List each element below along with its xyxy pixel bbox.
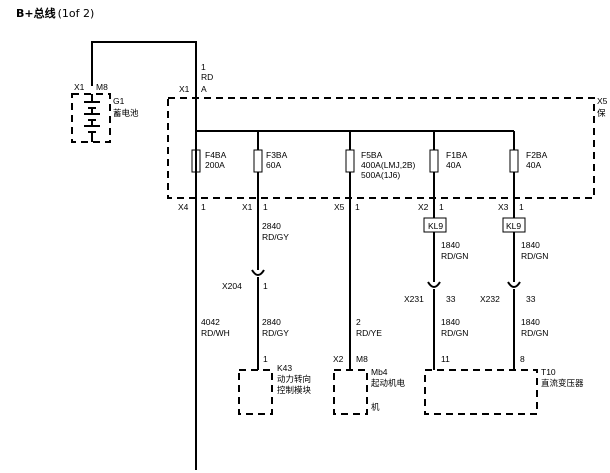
- fuse-f2ba-rating: 40A: [526, 160, 541, 170]
- fuse-f1ba-ref: F1BA: [446, 150, 468, 160]
- main-wire-pin: 1: [201, 62, 206, 72]
- fuse-block-box: [167, 97, 595, 199]
- splice-x232: [507, 281, 521, 370]
- out-pin-x5: 1: [355, 202, 360, 212]
- mb4-box: [333, 369, 368, 415]
- kl9-label-left: KL9: [428, 221, 443, 231]
- mb4-ref: Mb4: [371, 367, 388, 377]
- fuse-f4ba: [191, 131, 201, 173]
- splice-x204: [251, 269, 265, 370]
- fuse-f2ba-ref: F2BA: [526, 150, 548, 160]
- k43-name1: 动力转向: [277, 374, 311, 384]
- fuse-f5ba-ref: F5BA: [361, 150, 383, 160]
- t10-pin-right: 8: [520, 354, 525, 364]
- kl9-label-right: KL9: [506, 221, 521, 231]
- mb4-name1: 起动机电: [371, 378, 406, 388]
- w2-circuit: 2: [356, 317, 361, 327]
- t10-pin-left: 11: [441, 354, 450, 364]
- t10-name: 直流变压器: [541, 378, 584, 388]
- out-conn-x2: X2: [418, 202, 429, 212]
- fuse-f1ba-rating: 40A: [446, 160, 461, 170]
- fuse-block-name: 保: [597, 108, 606, 118]
- fuse-f5ba-note1: (LMJ,2B): [381, 160, 416, 170]
- w1840-b-bot-circuit: 1840: [521, 317, 540, 327]
- battery-symbol: [84, 94, 100, 142]
- battery-connector-label: X1: [74, 82, 85, 92]
- w2840-top-color: RD/GY: [262, 232, 289, 242]
- mb4-pin: M8: [356, 354, 368, 364]
- main-b-plus-wire: [91, 41, 197, 470]
- header-title: B+总线: [16, 7, 56, 20]
- out-conn-x4: X4: [178, 202, 189, 212]
- w1840-b-top-circuit: 1840: [521, 240, 540, 250]
- w2840-bot-color: RD/GY: [262, 328, 289, 338]
- w1840-a-top-circuit: 1840: [441, 240, 460, 250]
- fuse-f3ba-ref: F3BA: [266, 150, 288, 160]
- mb4-conn: X2: [333, 354, 344, 364]
- fuse-f5ba-note2: (1J6): [381, 170, 401, 180]
- splice-x232-pin: 33: [526, 294, 536, 304]
- battery-name-label: 蓄电池: [113, 108, 139, 118]
- battery-pin-label: M8: [96, 82, 108, 92]
- out-pin-x4: 1: [201, 202, 206, 212]
- out-pin-x1: 1: [263, 202, 268, 212]
- out-conn-x3: X3: [498, 202, 509, 212]
- fuse-f3ba: [253, 131, 263, 270]
- fuse-f5ba-rating2: 500A(1J6): [361, 170, 400, 180]
- k43-pin: 1: [263, 354, 268, 364]
- main-wire-terminal: A: [201, 84, 207, 94]
- w1840-a-top-color: RD/GN: [441, 251, 468, 261]
- w2840-top-circuit: 2840: [262, 221, 281, 231]
- k43-name2: 控制模块: [277, 385, 312, 395]
- header-page: (1of 2): [57, 7, 95, 20]
- mb4-name2: 机: [371, 402, 380, 412]
- fuse-f2ba: [509, 131, 519, 218]
- fuse-block-connector: X5: [597, 96, 608, 106]
- splice-x204-pin: 1: [263, 281, 268, 291]
- main-wire-connector: X1: [179, 84, 190, 94]
- w4042-color: RD/WH: [201, 328, 230, 338]
- fuse-f5ba-rating1: 400A: [361, 160, 381, 170]
- k43-ref: K43: [277, 363, 292, 373]
- w2-color: RD/YE: [356, 328, 382, 338]
- out-conn-x1: X1: [242, 202, 253, 212]
- page-header: B+总线(1of 2): [16, 5, 94, 21]
- fuse-f3ba-rating: 60A: [266, 160, 281, 170]
- w1840-b-bot-color: RD/GN: [521, 328, 548, 338]
- splice-x231: [427, 281, 441, 370]
- w2840-bot-circuit: 2840: [262, 317, 281, 327]
- k43-box: [238, 369, 273, 415]
- battery-ref-label: G1: [113, 96, 125, 106]
- splice-x231-pin: 33: [446, 294, 456, 304]
- t10-ref: T10: [541, 367, 556, 377]
- w1840-a-bot-circuit: 1840: [441, 317, 460, 327]
- t10-box: [424, 369, 538, 415]
- out-pin-x3: 1: [519, 202, 524, 212]
- splice-x231-ref: X231: [404, 294, 424, 304]
- out-conn-x5: X5: [334, 202, 345, 212]
- w4042-circuit: 4042: [201, 317, 220, 327]
- w1840-b-top-color: RD/GN: [521, 251, 548, 261]
- main-wire-color: RD: [201, 72, 213, 82]
- fuse-f5ba-rating2-val: 500A: [361, 170, 381, 180]
- fuse-f5ba-rating: 400A(LMJ,2B): [361, 160, 416, 170]
- splice-x204-ref: X204: [222, 281, 242, 291]
- fuse-f4ba-rating: 200A: [205, 160, 225, 170]
- fuse-f5ba: [345, 131, 355, 370]
- fuse-f4ba-ref: F4BA: [205, 150, 227, 160]
- out-pin-x2: 1: [439, 202, 444, 212]
- fuse-f1ba: [429, 131, 439, 218]
- w1840-a-bot-color: RD/GN: [441, 328, 468, 338]
- splice-x232-ref: X232: [480, 294, 500, 304]
